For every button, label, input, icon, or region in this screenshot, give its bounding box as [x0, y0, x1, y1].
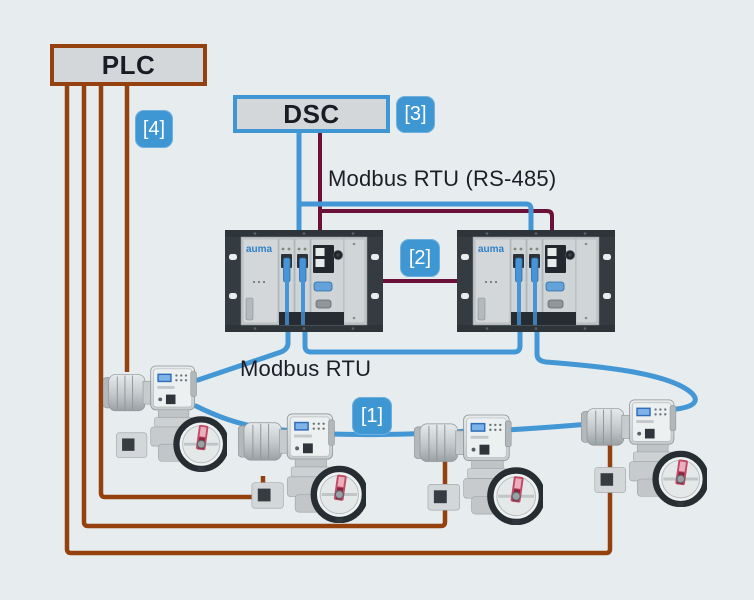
actuator-1	[103, 366, 226, 472]
plc-wire-actuator-4	[64, 84, 613, 556]
bus-label-modbus-rtu-rs485: Modbus RTU (RS-485)	[328, 166, 557, 191]
callout-1-modbus-loop: [1]	[352, 397, 392, 435]
plc-box: PLC	[50, 44, 207, 86]
dsc-label: DSC	[283, 98, 340, 129]
actuator-2	[238, 414, 365, 523]
modbus-host-wiring	[296, 131, 534, 230]
bus-label-modbus-rtu: Modbus RTU	[240, 356, 372, 381]
dsc-maroon-to-rack2	[320, 209, 554, 230]
actuator-4	[581, 400, 706, 507]
dsc-blue-to-rack2	[299, 201, 534, 230]
rack2-to-actuator-4-arc	[534, 327, 698, 413]
callout-2-master-link: [2]	[400, 239, 440, 277]
rack1-to-rack2-link	[302, 327, 523, 355]
master-station-rack-1	[225, 230, 383, 332]
dsc-box: DSC	[233, 95, 390, 133]
plc-wire-actuator-3	[81, 84, 448, 529]
rack1-to-actuator-1	[195, 327, 291, 383]
callout-3-dsc: [3]	[396, 96, 435, 133]
master-station-rack-2	[457, 230, 615, 332]
plc-label: PLC	[101, 49, 156, 80]
rs485-maroon-wiring	[318, 131, 554, 283]
callout-4-plc: [4]	[135, 110, 173, 148]
